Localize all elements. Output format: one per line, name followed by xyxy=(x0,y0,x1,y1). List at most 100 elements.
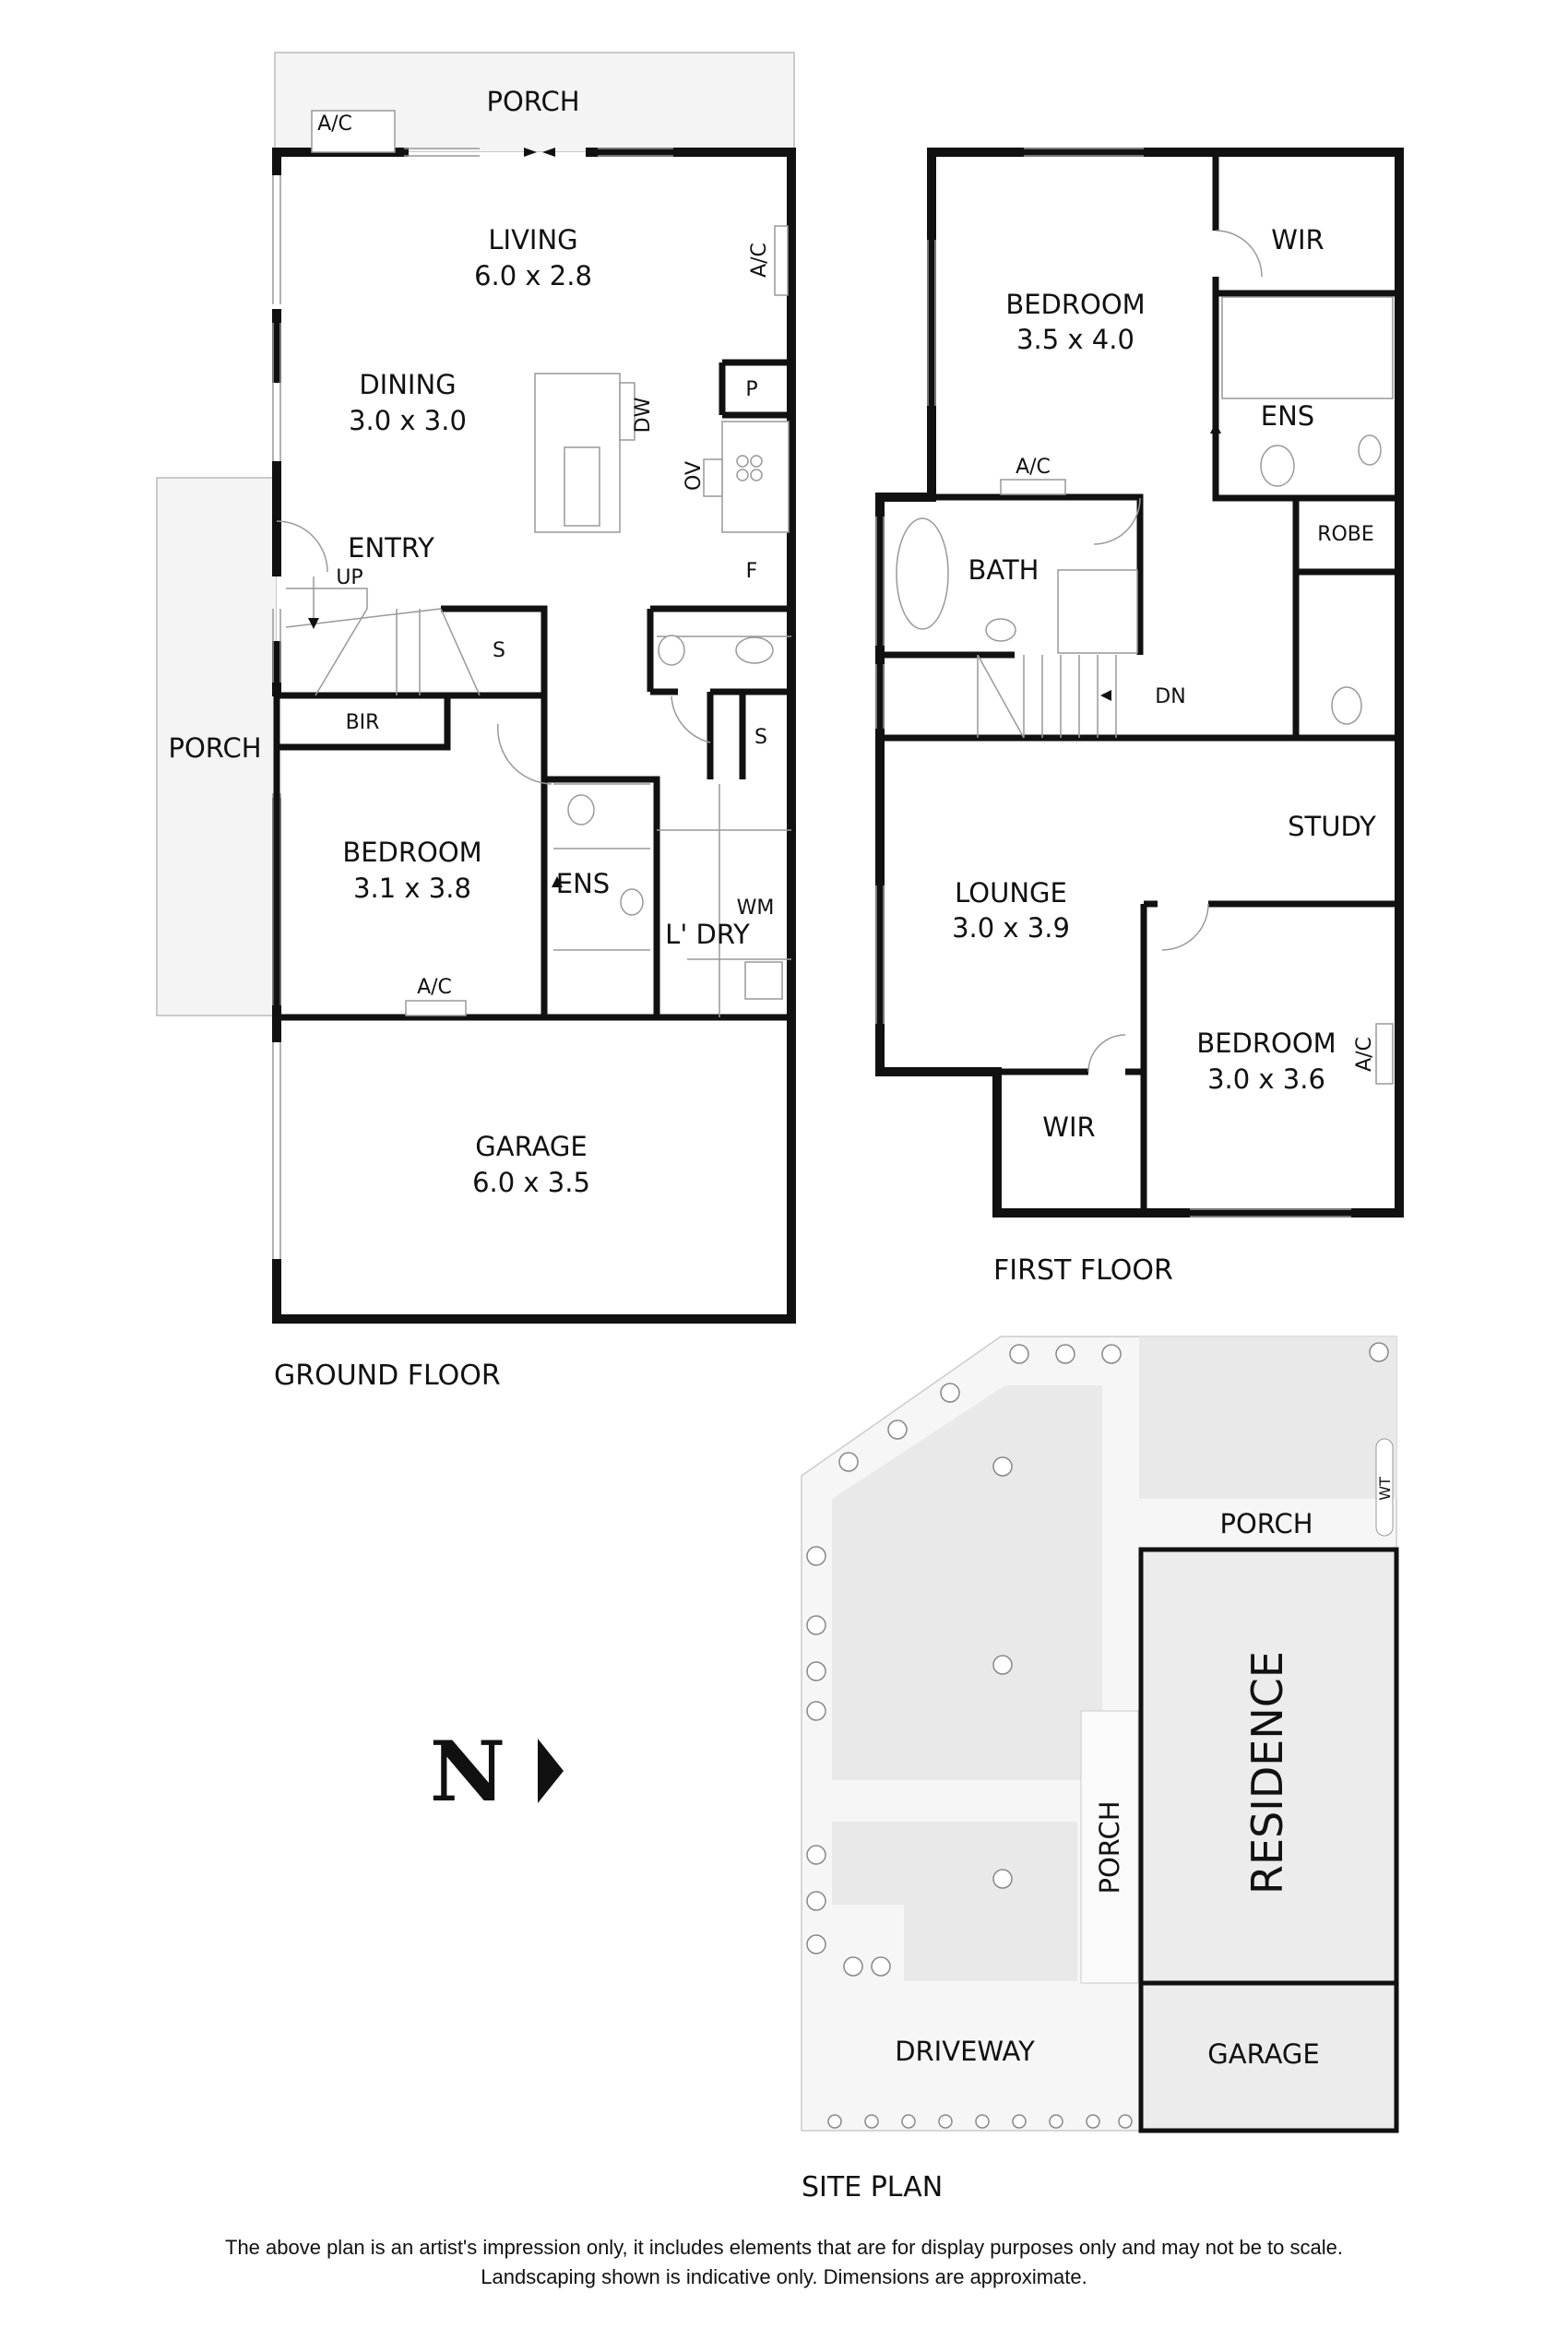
ground-interior-walls xyxy=(273,359,791,1021)
ac-label: A/C xyxy=(317,113,352,136)
bedroom-ac-unit xyxy=(1375,1023,1394,1085)
robe-label: ROBE xyxy=(1317,523,1374,546)
first-interior-walls xyxy=(880,152,1399,1213)
living-label: LIVING xyxy=(488,224,577,255)
dining-label: DINING xyxy=(359,369,456,400)
side-porch xyxy=(1080,1710,1139,1984)
site-garage-block xyxy=(1138,1980,1399,2133)
shower-icon xyxy=(1057,569,1138,654)
north-letter: N xyxy=(430,1723,505,1821)
basin-icon xyxy=(658,635,685,666)
site-plan-title: SITE PLAN xyxy=(802,2171,943,2204)
dw-label: DW xyxy=(632,397,655,433)
garage-label: GARAGE xyxy=(475,1131,587,1162)
porch-ac-unit xyxy=(311,110,396,153)
dining-size: 3.0 x 3.0 xyxy=(349,405,467,436)
toilet-icon xyxy=(735,636,774,664)
wir-label: WIR xyxy=(1271,224,1324,255)
tree-icons xyxy=(806,1342,1389,2129)
bath-label: BATH xyxy=(968,554,1039,586)
ens-basin-icon xyxy=(620,888,644,916)
wir-label: WIR xyxy=(1042,1111,1095,1143)
ac-label: A/C xyxy=(1016,456,1051,479)
bedroom-size: 3.1 x 3.8 xyxy=(353,873,471,904)
bath-ac-unit xyxy=(1000,479,1066,495)
garden-south xyxy=(832,1822,1077,1981)
first-stairs xyxy=(977,654,1117,739)
door-swings xyxy=(1087,230,1263,1073)
driveway-label: DRIVEWAY xyxy=(895,2036,1035,2067)
water-tank xyxy=(1375,1438,1394,1537)
wc-toilet-icon xyxy=(1331,686,1362,725)
living-ac-unit xyxy=(774,225,789,296)
disclaimer-line-1: The above plan is an artist's impression… xyxy=(225,2236,1343,2259)
ground-floor-title: GROUND FLOOR xyxy=(274,1360,501,1392)
oven-label: OV xyxy=(683,461,706,491)
wt-label: WT xyxy=(1376,1477,1394,1501)
first-floor-title: FIRST FLOOR xyxy=(993,1254,1173,1287)
pantry-label: P xyxy=(745,378,757,401)
sink-icon xyxy=(564,446,600,527)
bathtub-icon xyxy=(896,517,949,630)
fridge-label: F xyxy=(746,560,758,583)
door-swings xyxy=(276,520,711,785)
bedroom-2-label: BEDROOM xyxy=(1196,1028,1336,1059)
wm-label: WM xyxy=(737,897,775,920)
laundry-label: L' DRY xyxy=(665,919,750,950)
ac-label: A/C xyxy=(748,243,771,278)
ens-basin-icon xyxy=(1358,434,1382,466)
cooktop-icon xyxy=(736,455,763,481)
ac-label: A/C xyxy=(1353,1037,1376,1072)
sliding-door-arrows-icon xyxy=(524,148,555,157)
north-indicator: N xyxy=(430,1723,564,1821)
ac-label: A/C xyxy=(417,976,452,999)
up-label: UP xyxy=(336,566,362,589)
tile-lines xyxy=(553,636,791,1017)
living-size: 6.0 x 2.8 xyxy=(474,260,592,291)
courtyard xyxy=(1139,1336,1396,1499)
bedroom-label: BEDROOM xyxy=(342,837,481,868)
site-garage-label: GARAGE xyxy=(1207,2038,1319,2070)
first-floor-plan: BEDROOM 3.5 x 4.0 WIR ENS A/C ROBE BATH … xyxy=(875,148,1404,1287)
porch-side-label: PORCH xyxy=(168,732,261,764)
garden-north xyxy=(832,1385,1102,1780)
stair-arrow-icon xyxy=(1100,690,1111,701)
ens-label: ENS xyxy=(556,868,610,899)
storage-label: S xyxy=(754,726,767,749)
site-porch-side-label: PORCH xyxy=(1094,1800,1125,1894)
bedroom-main-label: BEDROOM xyxy=(1005,289,1145,320)
ens-label: ENS xyxy=(1261,400,1314,432)
residence-label: RESIDENCE xyxy=(1242,1651,1292,1895)
ens-shower xyxy=(1221,296,1394,399)
garage-size: 6.0 x 3.5 xyxy=(472,1167,590,1198)
lounge-label: LOUNGE xyxy=(955,877,1067,909)
ground-windows xyxy=(272,148,673,1259)
north-arrow-icon xyxy=(538,1739,564,1803)
dn-label: DN xyxy=(1155,685,1185,708)
disclaimer-line-2: Landscaping shown is indicative only. Di… xyxy=(481,2265,1087,2288)
site-porch-label: PORCH xyxy=(1219,1508,1313,1539)
study-label: STUDY xyxy=(1288,811,1376,842)
stair-arrow-icon xyxy=(308,618,319,629)
bath-basin-icon xyxy=(985,618,1016,642)
first-windows xyxy=(875,148,1351,1218)
bedroom-main-size: 3.5 x 4.0 xyxy=(1016,324,1134,355)
oven xyxy=(703,458,723,497)
ens-toilet-icon xyxy=(1260,445,1295,487)
storage-label: S xyxy=(493,639,505,662)
porch-side-area xyxy=(156,477,278,1016)
lounge-size: 3.0 x 3.9 xyxy=(952,912,1070,944)
ground-stairs xyxy=(285,588,481,696)
site-plan: PORCH PORCH RESIDENCE GARAGE DRIVEWAY WT… xyxy=(801,1336,1399,2204)
bedroom-ac-unit xyxy=(405,1000,467,1016)
dishwasher xyxy=(619,382,636,441)
residence-block xyxy=(1138,1547,1399,1986)
bir-label: BIR xyxy=(346,711,380,734)
laundry-tub-icon xyxy=(744,961,783,1000)
ground-floor-plan: PORCH A/C LIVING 6.0 x 2.8 DINING 3.0 x … xyxy=(156,52,796,1392)
ens-toilet-icon xyxy=(567,794,595,826)
bedroom-2-size: 3.0 x 3.6 xyxy=(1207,1063,1325,1095)
entry-label: ENTRY xyxy=(348,532,434,564)
porch-top-label: PORCH xyxy=(486,86,579,117)
